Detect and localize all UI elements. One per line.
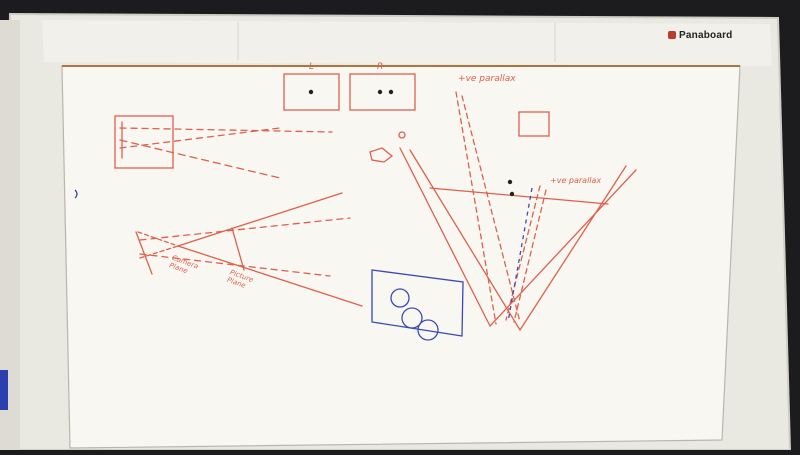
parallax-ray-1: [455, 91, 497, 325]
blue-circle-2: [401, 307, 423, 329]
blue-ink-drawings: [74, 187, 533, 341]
dot-v-1: [507, 179, 513, 185]
positive-parallax-top-label: +ve parallax: [458, 74, 516, 84]
frustum-top: [177, 192, 343, 247]
brand-icon: [668, 31, 676, 39]
blue-marker-edge: [0, 370, 8, 410]
top-left-box: [114, 115, 174, 169]
camera-ray-top: [137, 231, 179, 247]
projection-ray-2: [139, 253, 331, 277]
small-square: [518, 111, 550, 137]
right-box-label: R: [377, 62, 384, 72]
dot-v-2: [509, 191, 515, 197]
panaboard-logo: Panaboard: [668, 30, 732, 41]
brand-name: Panaboard: [679, 30, 733, 41]
blue-circle-1: [390, 288, 410, 308]
v-left-outer: [399, 147, 491, 327]
camera-ray-bottom: [139, 245, 179, 259]
left-box-label: L: [309, 62, 315, 72]
small-shape: [369, 147, 394, 163]
dashed-ray-1: [119, 127, 333, 133]
dot-right-box-1: [377, 89, 383, 95]
positive-parallax-right-label: +ve parallax: [550, 176, 602, 185]
frustum-bottom: [177, 245, 363, 307]
parallax-ray-4: [513, 189, 547, 323]
camera-plane: [135, 231, 153, 275]
dashed-ray-3: [119, 139, 281, 179]
blue-dashed-ray: [507, 187, 533, 323]
dot-right-box-2: [388, 89, 394, 95]
black-marker-dots: [308, 89, 515, 197]
parallax-ray-2: [461, 95, 521, 323]
projection-ray-1: [139, 217, 351, 241]
right-eye-box: [349, 73, 416, 111]
zero-parallax-line: [429, 187, 609, 205]
small-circle: [398, 131, 406, 139]
top-ledge: [42, 20, 772, 66]
parallax-ray-3: [505, 185, 541, 321]
left-eye-box: [283, 73, 340, 111]
red-ink-drawings: [114, 73, 637, 331]
blue-circle-3: [417, 319, 439, 341]
dashed-ray-2: [119, 127, 281, 149]
dot-left-box: [308, 89, 314, 95]
left-frame-pillar: [0, 20, 20, 450]
v-left-inner: [409, 149, 521, 331]
blue-box: [371, 269, 464, 337]
v-right-inner: [519, 165, 627, 331]
picture-plane: [231, 227, 245, 271]
blue-squiggle: [74, 189, 78, 199]
